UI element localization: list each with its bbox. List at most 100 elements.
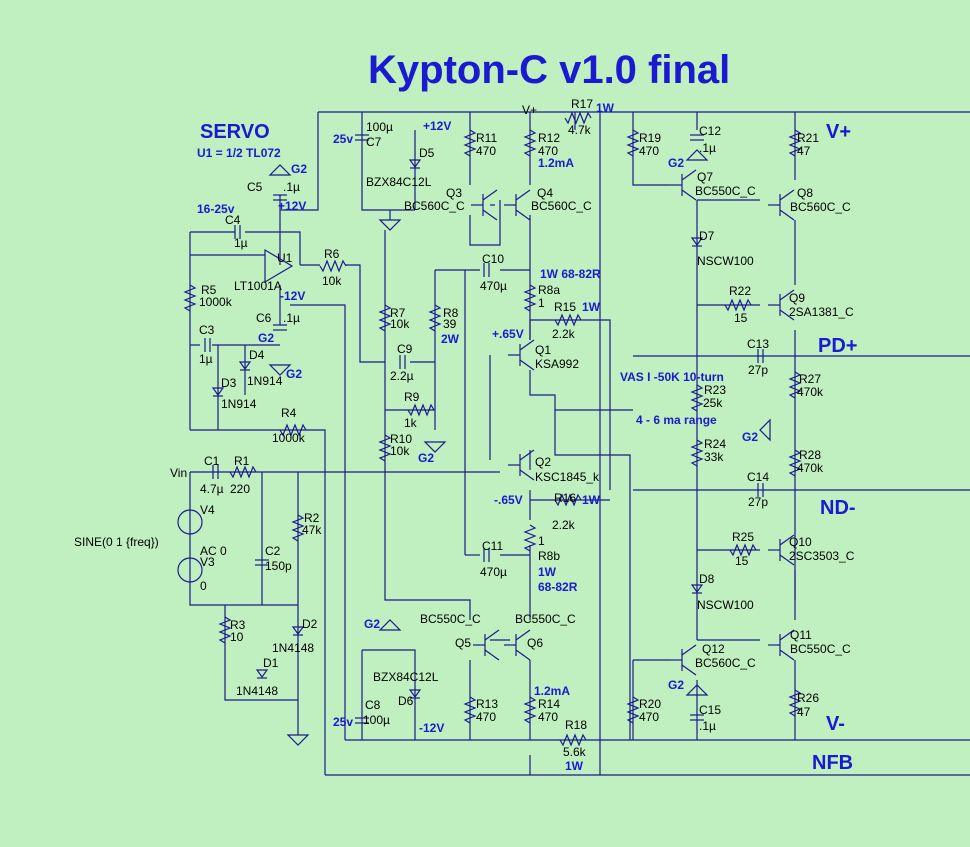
transistor-symbol [515, 209, 531, 221]
wire [245, 231, 301, 265]
resistor-symbol [523, 524, 537, 552]
d7-value: NSCW100 [697, 254, 754, 268]
transistor-symbol [779, 209, 795, 221]
r17-note: 1W [596, 101, 615, 115]
r16-note: 1W [582, 493, 601, 507]
d5-value: BZX84C12L [366, 175, 432, 189]
q3-ref: Q3 [446, 186, 462, 200]
wire [529, 370, 631, 740]
transistor-symbol [779, 289, 795, 301]
net-vplus: V+ [522, 103, 537, 117]
c15-value: .1µ [699, 719, 716, 733]
transistor-symbol [779, 309, 795, 321]
r8-value: 39 [443, 317, 457, 331]
c1-ref: C1 [204, 454, 220, 468]
wire [469, 200, 501, 246]
q6-current-note: 1.2mA [534, 684, 570, 698]
resistor-symbol [626, 129, 640, 157]
c7-ref: C7 [366, 135, 382, 149]
c4-voltage-note: 16-25v [197, 202, 235, 216]
c9-ref: C9 [397, 342, 413, 356]
v3-ac: AC 0 [200, 544, 227, 558]
resistor-symbol [788, 689, 802, 717]
r13-value: 470 [476, 710, 496, 724]
source-v4-symbol [177, 509, 203, 535]
c5-value: .1µ [283, 180, 300, 194]
transistor-symbol [779, 534, 795, 546]
d7-ref: D7 [699, 229, 715, 243]
r1-value: 220 [230, 482, 250, 496]
q2-voltage-note: -.65V [494, 493, 523, 507]
diagram-title: Kypton-C v1.0 final [368, 48, 730, 92]
r11-value: 470 [476, 144, 496, 158]
q10-value: 2SC3503_C [789, 549, 855, 563]
diode-symbol [255, 669, 269, 679]
r6-ref: R6 [324, 247, 340, 261]
net-g2-q7: G2 [668, 156, 684, 170]
r3-value: 10 [230, 630, 244, 644]
c6-value: .1µ [283, 311, 300, 325]
vas-note: VAS I -50K 10-turn [620, 370, 724, 384]
resistor-symbol [554, 493, 582, 507]
r15-value: 2.2k [552, 327, 576, 341]
c5-ref: C5 [247, 180, 263, 194]
diode-symbol [690, 584, 704, 594]
r14-value: 470 [538, 710, 558, 724]
c6-ref: C6 [256, 311, 272, 325]
r19-value: 470 [639, 144, 659, 158]
r19-ref: R19 [639, 131, 661, 145]
resistor-symbol [724, 298, 752, 312]
d6-ref: D6 [398, 694, 414, 708]
transistor-symbol [779, 189, 795, 201]
net-g2-r9: G2 [418, 451, 434, 465]
resistor-symbol [788, 129, 802, 157]
transistor-symbol [779, 554, 795, 566]
r28-ref: R28 [799, 448, 821, 462]
c4-value: 1µ [234, 236, 248, 250]
resistor-symbol [626, 696, 640, 724]
q6-ref: Q6 [527, 636, 543, 650]
transistor-symbol [519, 449, 535, 461]
c2-ref: C2 [265, 544, 281, 558]
wire [345, 264, 361, 270]
resistor-symbol [788, 449, 802, 477]
r20-ref: R20 [639, 697, 661, 711]
resistor-symbol [788, 371, 802, 399]
resistor-symbol [523, 129, 537, 157]
ground-symbol [378, 619, 402, 631]
r4-value: 1000k [272, 431, 306, 445]
q4-ref: Q4 [537, 186, 553, 200]
transistor-symbol [681, 644, 697, 656]
d8-ref: D8 [699, 572, 715, 586]
resistor-symbol [523, 284, 537, 312]
r2-ref: R2 [304, 511, 320, 525]
ground-symbol [268, 164, 292, 176]
wire [224, 605, 298, 701]
servo-heading: SERVO [200, 121, 270, 143]
resistor-symbol [463, 129, 477, 157]
r15-note: 1W [582, 300, 601, 314]
wire [359, 270, 385, 363]
c11-value: 470µ [480, 565, 507, 579]
r4-ref: R4 [281, 406, 297, 420]
resistor-symbol [690, 439, 704, 467]
d5-ref: D5 [419, 146, 435, 160]
r21-ref: R21 [797, 131, 819, 145]
q2-value: KSC1845_k [535, 470, 600, 484]
c9-value: 2.2µ [390, 369, 414, 383]
q5-ref: Q5 [455, 636, 471, 650]
r7-value: 10k [390, 317, 410, 331]
r8-ref: R8 [443, 306, 459, 320]
net-m12-bottom: -12V [419, 721, 444, 735]
r22-ref: R22 [729, 284, 751, 298]
q3-value: BC560C_C [404, 199, 465, 213]
q1-value: KSA992 [535, 357, 579, 371]
q9-value: 2SA1381_C [789, 305, 854, 319]
r9-ref: R9 [404, 390, 420, 404]
diode-symbol [211, 387, 225, 397]
r14-ref: R14 [538, 697, 560, 711]
ground-symbol [759, 418, 771, 442]
resistor-symbol [407, 403, 435, 417]
net-p12-servo: +12V [278, 199, 306, 213]
rail-ndminus-label: ND- [820, 497, 856, 519]
